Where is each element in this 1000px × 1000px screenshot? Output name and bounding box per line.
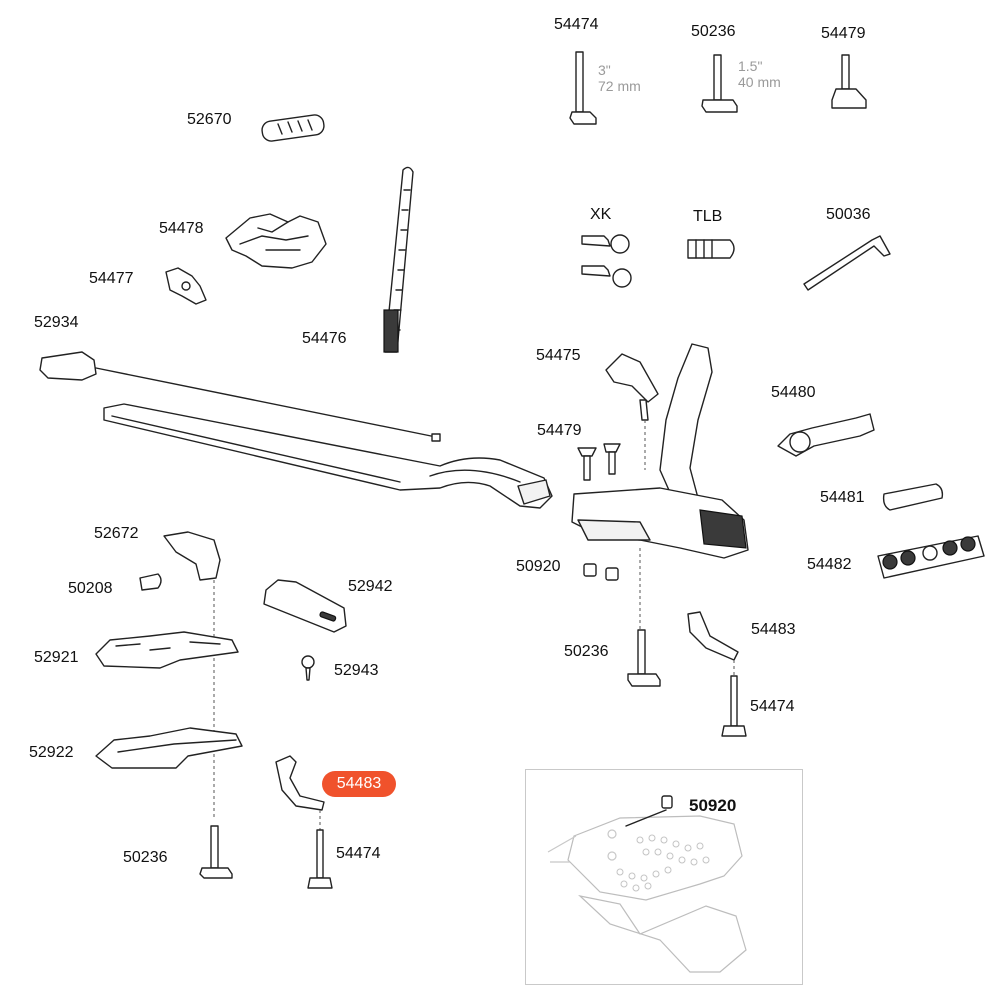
strap-clip-54483-right[interactable] (687, 611, 739, 661)
plate-52921[interactable] (95, 631, 239, 669)
label-52943: 52943 (334, 662, 379, 679)
label-50236-mid: 50236 (564, 643, 609, 660)
label-54481: 54481 (820, 489, 865, 506)
knob-54475[interactable] (605, 353, 659, 470)
pad-52942[interactable] (263, 579, 347, 633)
inset-drawing (547, 795, 747, 973)
label-50208: 50208 (68, 580, 113, 597)
label-50036: 50036 (826, 206, 871, 223)
cable-52934[interactable] (39, 351, 441, 442)
label-xk: XK (590, 206, 612, 223)
main-rail[interactable] (103, 403, 553, 509)
label-52921: 52921 (34, 649, 79, 666)
label-54480: 54480 (771, 384, 816, 401)
bolt-50236-top[interactable] (701, 54, 738, 113)
lock-cylinder-tlb[interactable] (687, 239, 735, 259)
nuts-50920[interactable] (583, 563, 619, 581)
label-50920: 50920 (516, 558, 561, 575)
dimension-long-mm: 72 mm (598, 78, 641, 95)
label-54483-right: 54483 (751, 621, 796, 638)
adapter-54480[interactable] (777, 413, 875, 457)
bracket-54477[interactable] (165, 267, 207, 305)
label-tlb: TLB (693, 208, 723, 225)
bolt-54479-mid[interactable] (577, 443, 621, 481)
label-54476: 54476 (302, 330, 347, 347)
label-52934: 52934 (34, 314, 79, 331)
keys-xk[interactable] (581, 234, 632, 288)
label-54479-mid: 54479 (537, 422, 582, 439)
label-54478: 54478 (159, 220, 204, 237)
label-52922: 52922 (29, 744, 74, 761)
panel-54482[interactable] (877, 535, 985, 579)
plug-54481[interactable] (882, 483, 944, 511)
bracket-52672[interactable] (163, 531, 221, 581)
label-52942: 52942 (348, 578, 393, 595)
label-54482: 54482 (807, 556, 852, 573)
label-50236-top: 50236 (691, 23, 736, 40)
label-50920-inset: 50920 (689, 796, 737, 815)
screw-52943[interactable] (301, 655, 315, 681)
label-54475: 54475 (536, 347, 581, 364)
pin-50208[interactable] (139, 573, 162, 591)
strap-clip-54483[interactable] (275, 755, 325, 811)
bolt-54474-bottom[interactable] (307, 829, 333, 889)
bolt-50236-mid[interactable] (627, 629, 661, 687)
hex-key-50036[interactable] (803, 235, 891, 291)
label-54483-highlight[interactable]: 54483 (322, 771, 396, 797)
label-52672: 52672 (94, 525, 139, 542)
label-54477: 54477 (89, 270, 134, 287)
frame-holder-body[interactable] (571, 343, 749, 559)
bolt-50236-bottom[interactable] (199, 825, 233, 879)
label-54474-right: 54474 (750, 698, 795, 715)
dimension-long-inch: 3" (598, 62, 611, 78)
dimension-long-bolt: 3" 72 mm (598, 62, 641, 94)
label-54479-top: 54479 (821, 25, 866, 42)
wheel-clamp-54478[interactable] (225, 213, 327, 269)
bolt-54474-top[interactable] (569, 51, 597, 125)
inset-frame (525, 769, 803, 985)
bolt-54479-top[interactable] (831, 54, 867, 109)
label-52670: 52670 (187, 111, 232, 128)
label-54474-bottom: 54474 (336, 845, 381, 862)
dimension-short-inch: 1.5" (738, 58, 763, 74)
label-50236-bottom: 50236 (123, 849, 168, 866)
label-54474-top: 54474 (554, 16, 599, 33)
strap-54476[interactable] (383, 166, 414, 353)
dimension-short-bolt: 1.5" 40 mm (738, 58, 781, 90)
plate-52922[interactable] (95, 727, 243, 769)
rubber-pad-52670[interactable] (261, 114, 325, 142)
dimension-short-mm: 40 mm (738, 74, 781, 91)
bolt-54474-right[interactable] (721, 675, 747, 737)
